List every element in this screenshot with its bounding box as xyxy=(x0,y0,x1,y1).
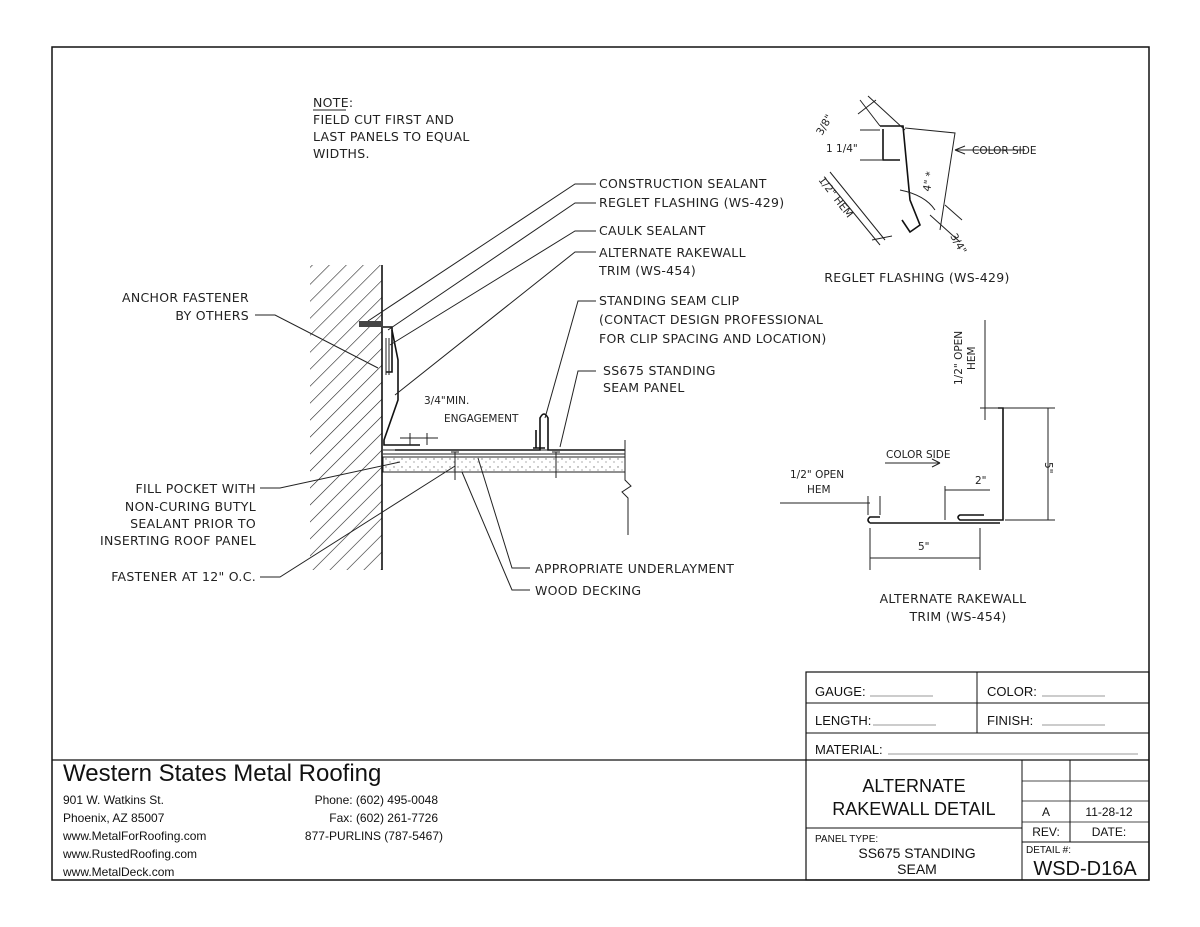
rev-value: A xyxy=(1042,805,1050,819)
main-leaders xyxy=(255,183,596,591)
company-name: Western States Metal Roofing xyxy=(63,760,381,787)
reglet-dim-half-hem: 1/2" HEM xyxy=(816,174,855,220)
callout-wood-decking: WOOD DECKING xyxy=(535,583,641,598)
detail-number: WSD-D16A xyxy=(1033,858,1137,880)
note-title: NOTE: xyxy=(313,95,353,110)
panel-type-value: SS675 STANDING xyxy=(858,845,975,861)
note-line: WIDTHS. xyxy=(313,146,370,161)
engagement-fraction: 3/4" xyxy=(424,395,446,407)
main-callouts: CONSTRUCTION SEALANT REGLET FLASHING (WS… xyxy=(100,176,827,598)
engagement-min: MIN. xyxy=(446,395,469,407)
callout-fill-pocket: SEALANT PRIOR TO xyxy=(130,516,256,531)
callout-caulk-sealant: CAULK SEALANT xyxy=(599,223,706,238)
company-toll-free: 877-PURLINS (787-5467) xyxy=(305,829,443,843)
color-label: COLOR: xyxy=(987,684,1037,699)
company-address: Phoenix, AZ 85007 xyxy=(63,811,165,825)
callout-anchor-fastener: ANCHOR FASTENER xyxy=(122,290,249,305)
reglet-dim-1-1-4: 1 1/4" xyxy=(826,143,858,155)
reglet-dim-3-8: 3/8" xyxy=(814,113,835,138)
callout-rakewall-trim: TRIM (WS-454) xyxy=(598,263,696,278)
callout-underlayment: APPROPRIATE UNDERLAYMENT xyxy=(535,561,734,576)
engagement-label: ENGAGEMENT xyxy=(444,413,519,425)
callout-rakewall-trim: ALTERNATE RAKEWALL xyxy=(599,245,746,260)
rakewall-caption: ALTERNATE RAKEWALL xyxy=(880,591,1027,606)
rakewall-dim-2: 2" xyxy=(975,475,987,487)
callout-ss675-panel: SEAM PANEL xyxy=(603,380,685,395)
rakewall-top-hem: 1/2" OPEN xyxy=(953,331,965,385)
callout-fastener: FASTENER AT 12" O.C. xyxy=(111,569,256,584)
rakewall-top-hem: HEM xyxy=(966,346,978,370)
company-website: www.MetalForRoofing.com xyxy=(62,829,206,843)
panel-type-label: PANEL TYPE: xyxy=(815,834,878,845)
reglet-color-side: COLOR SIDE xyxy=(972,145,1036,157)
note-block: NOTE: FIELD CUT FIRST AND LAST PANELS TO… xyxy=(313,95,470,161)
rakewall-caption: TRIM (WS-454) xyxy=(908,609,1006,624)
wall-hatch xyxy=(310,265,382,570)
rakewall-left-hem: HEM xyxy=(807,484,831,496)
panel-type-value: SEAM xyxy=(897,861,937,877)
rakewall-dim-5-vert: 5" xyxy=(1042,462,1054,474)
company-website: www.RustedRoofing.com xyxy=(62,847,197,861)
main-section-detail xyxy=(310,265,632,570)
title-block: GAUGE: COLOR: LENGTH: FINISH: MATERIAL: … xyxy=(52,671,1150,881)
rakewall-dim-5-horiz: 5" xyxy=(918,541,930,553)
callout-anchor-fastener: BY OTHERS xyxy=(175,308,249,323)
callout-fill-pocket: FILL POCKET WITH xyxy=(136,481,256,496)
company-fax: Fax: (602) 261-7726 xyxy=(329,811,438,825)
company-phone: Phone: (602) 495-0048 xyxy=(315,793,439,807)
sheet-border xyxy=(51,46,1150,881)
company-address: 901 W. Watkins St. xyxy=(63,793,164,807)
callout-fill-pocket: INSERTING ROOF PANEL xyxy=(100,533,256,548)
drawing-title: ALTERNATE xyxy=(862,776,965,796)
rakewall-color-side: COLOR SIDE xyxy=(886,449,950,461)
length-label: LENGTH: xyxy=(815,713,871,728)
date-value: 11-28-12 xyxy=(1085,805,1132,819)
callout-reglet-flashing: REGLET FLASHING (WS-429) xyxy=(599,195,784,210)
finish-label: FINISH: xyxy=(987,713,1033,728)
wood-decking xyxy=(382,456,626,473)
callout-standing-seam-clip: FOR CLIP SPACING AND LOCATION) xyxy=(599,331,827,346)
callout-construction-sealant: CONSTRUCTION SEALANT xyxy=(599,176,767,191)
material-label: MATERIAL: xyxy=(815,742,883,757)
note-line: FIELD CUT FIRST AND xyxy=(313,112,454,127)
rev-label: REV: xyxy=(1032,825,1060,839)
callout-ss675-panel: SS675 STANDING xyxy=(603,363,716,378)
reglet-flashing-detail: 3/8" 1 1/4" 1/2" HEM 4" * 3/4" COLOR SID… xyxy=(814,95,1036,285)
rakewall-trim-detail: 1/2" OPEN HEM 5" COLOR SIDE 1/2" OPEN HE… xyxy=(780,320,1055,624)
reglet-caption: REGLET FLASHING (WS-429) xyxy=(824,270,1009,285)
note-line: LAST PANELS TO EQUAL xyxy=(313,129,470,144)
date-label: DATE: xyxy=(1092,825,1126,839)
reglet-dim-4: 4" * xyxy=(921,171,936,193)
detail-number-label: DETAIL #: xyxy=(1026,845,1071,856)
callout-standing-seam-clip: STANDING SEAM CLIP xyxy=(599,293,739,308)
rakewall-left-hem: 1/2" OPEN xyxy=(790,469,844,481)
callout-fill-pocket: NON-CURING BUTYL xyxy=(125,499,256,514)
callout-standing-seam-clip: (CONTACT DESIGN PROFESSIONAL xyxy=(599,312,823,327)
drawing-title: RAKEWALL DETAIL xyxy=(832,799,995,819)
gauge-label: GAUGE: xyxy=(815,684,866,699)
reglet-dim-3-4: 3/4" xyxy=(947,232,968,257)
company-website: www.MetalDeck.com xyxy=(62,865,174,879)
company-block: Western States Metal Roofing 901 W. Watk… xyxy=(62,760,443,879)
